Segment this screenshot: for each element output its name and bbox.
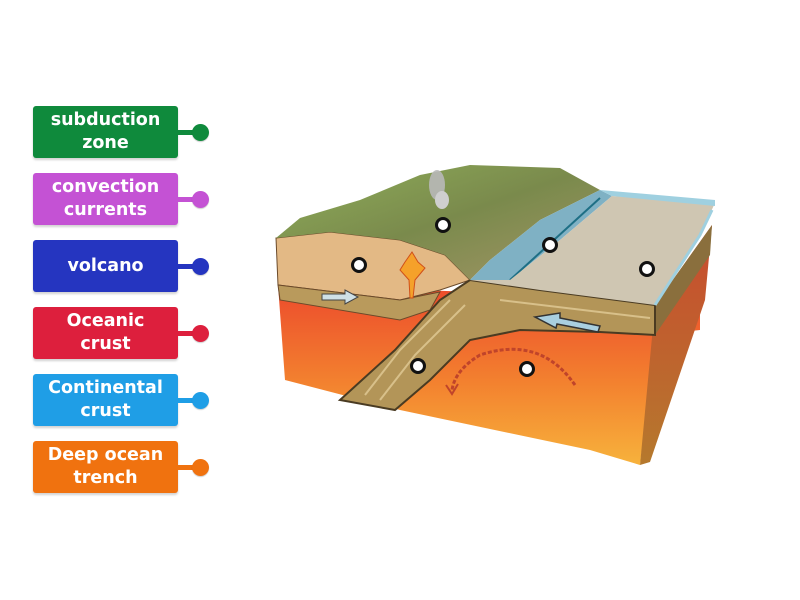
label-volcano[interactable]: volcano <box>33 240 178 292</box>
label-pin-icon[interactable] <box>192 325 209 342</box>
label-pin-icon[interactable] <box>192 191 209 208</box>
label-convection-currents[interactable]: convection currents <box>33 173 178 225</box>
drop-target-5[interactable] <box>410 358 426 374</box>
label-text: crust <box>80 401 131 421</box>
label-text: convection <box>51 177 160 197</box>
label-text: Deep ocean <box>47 445 164 465</box>
plate-boundary-diagram <box>275 165 715 465</box>
label-text: subduction <box>50 110 161 130</box>
label-connector <box>178 197 194 202</box>
label-pin-icon[interactable] <box>192 124 209 141</box>
label-pin-icon[interactable] <box>192 258 209 275</box>
label-text: Continental <box>48 378 163 398</box>
label-connector <box>178 398 194 403</box>
label-pin-icon[interactable] <box>192 392 209 409</box>
ocean-floor <box>470 196 715 305</box>
drop-target-3[interactable] <box>351 257 367 273</box>
label-text: zone <box>82 133 129 153</box>
label-connector <box>178 331 194 336</box>
label-subduction-zone[interactable]: subduction zone <box>33 106 178 158</box>
label-continental-crust[interactable]: Continental crust <box>33 374 178 426</box>
label-connector <box>178 465 194 470</box>
drop-target-1[interactable] <box>435 217 451 233</box>
block-right-side <box>640 225 712 465</box>
drop-target-4[interactable] <box>639 261 655 277</box>
plate-motion-arrow-icon <box>321 289 360 305</box>
drop-target-2[interactable] <box>542 237 558 253</box>
trench <box>470 190 612 280</box>
label-text: trench <box>73 468 138 488</box>
magma-chamber-icon <box>399 251 426 299</box>
label-text: currents <box>63 200 148 220</box>
drop-target-6[interactable] <box>519 361 535 377</box>
label-text: Oceanic <box>66 311 145 331</box>
label-deep-ocean-trench[interactable]: Deep ocean trench <box>33 441 178 493</box>
label-pin-icon[interactable] <box>192 459 209 476</box>
convection-arrow-icon <box>450 347 577 391</box>
plate-motion-arrow-icon <box>532 312 601 333</box>
label-text: volcano <box>67 255 144 276</box>
label-text: crust <box>80 334 131 354</box>
label-oceanic-crust[interactable]: Oceanic crust <box>33 307 178 359</box>
label-connector <box>178 264 194 269</box>
label-connector <box>178 130 194 135</box>
